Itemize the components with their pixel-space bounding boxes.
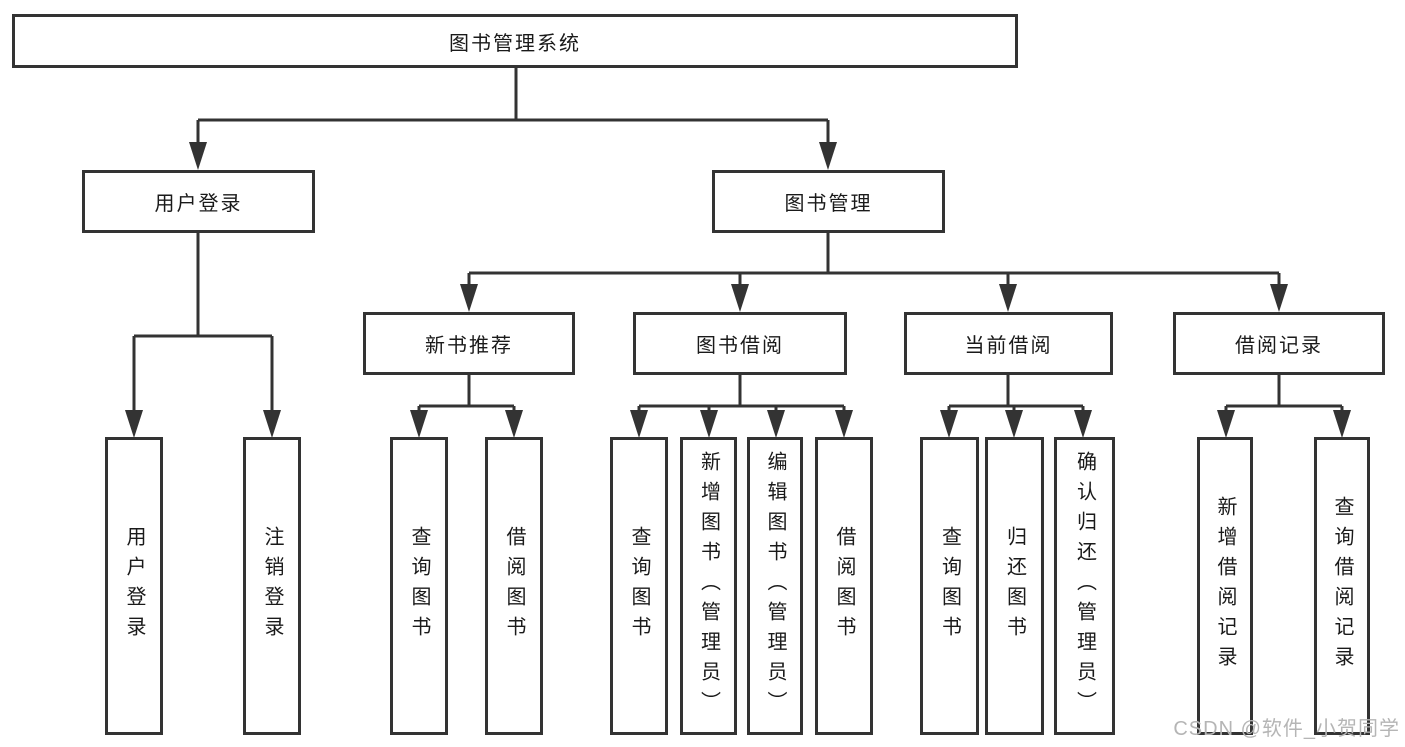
leaf-user-login: 用户登录 [105, 437, 163, 735]
connector-newrec-to-leaves [410, 375, 523, 438]
node-label: 图书管理 [784, 193, 873, 215]
leaf-newrec-borrow-books: 借阅图书 [485, 437, 543, 735]
node-label: 查询借阅记录 [1331, 496, 1353, 676]
arrowhead [460, 284, 478, 312]
leaf-borrow-query-books: 查询图书 [610, 437, 668, 735]
node-label: 图书借阅 [696, 335, 784, 357]
node-label: 用户登录 [154, 193, 243, 215]
leaf-newrec-query-books: 查询图书 [390, 437, 448, 735]
connector-curborrow-to-leaves [940, 375, 1092, 438]
node-borrowing-record: 借阅记录 [1173, 312, 1385, 375]
connector-root-to-level2 [189, 68, 837, 170]
arrowhead [630, 410, 648, 438]
arrowhead [999, 284, 1017, 312]
arrowhead [263, 410, 281, 438]
connector-bookborrow-to-leaves [630, 375, 853, 438]
leaf-current-query-books: 查询图书 [920, 437, 979, 735]
node-label: 注销登录 [261, 526, 283, 646]
node-label: 借阅图书 [503, 526, 525, 646]
watermark: CSDN @软件_小贺同学 [1173, 718, 1400, 740]
arrowhead [700, 410, 718, 438]
arrowhead [731, 284, 749, 312]
arrowhead [410, 410, 428, 438]
arrowhead [1005, 410, 1023, 438]
node-label: 借阅图书 [833, 526, 855, 646]
node-label: 新增借阅记录 [1214, 496, 1236, 676]
arrowhead [819, 142, 837, 170]
arrowhead [189, 142, 207, 170]
arrowhead [1074, 410, 1092, 438]
node-label: 用户登录 [123, 526, 145, 646]
leaf-current-confirm-return-admin: 确认归还（管理员） [1054, 437, 1115, 735]
arrowhead [1333, 410, 1351, 438]
node-root: 图书管理系统 [12, 14, 1018, 68]
node-label: 当前借阅 [964, 335, 1053, 357]
connector-record-to-leaves [1217, 375, 1351, 438]
node-user-login: 用户登录 [82, 170, 315, 233]
leaf-logout: 注销登录 [243, 437, 301, 735]
node-label: 确认归还（管理员） [1073, 451, 1096, 721]
node-label: 新增图书（管理员） [697, 451, 720, 721]
arrowhead [1217, 410, 1235, 438]
arrowhead [505, 410, 523, 438]
node-label: 新书推荐 [425, 335, 513, 357]
node-new-book-recommendation: 新书推荐 [363, 312, 575, 375]
node-book-borrowing: 图书借阅 [633, 312, 847, 375]
node-label: 编辑图书（管理员） [764, 451, 786, 721]
node-label: 查询图书 [408, 526, 430, 646]
leaf-borrow-edit-books-admin: 编辑图书（管理员） [747, 437, 803, 735]
arrowhead [1270, 284, 1288, 312]
leaf-record-add-borrow-record: 新增借阅记录 [1197, 437, 1253, 735]
connector-bookmgmt-to-level3 [460, 233, 1288, 312]
node-label: 查询图书 [938, 526, 961, 646]
connector-userlogin-to-leaves [125, 233, 281, 438]
arrowhead [767, 410, 785, 438]
node-label: 查询图书 [628, 526, 650, 646]
node-current-borrowing: 当前借阅 [904, 312, 1113, 375]
node-book-management: 图书管理 [712, 170, 945, 233]
leaf-borrow-add-books-admin: 新增图书（管理员） [680, 437, 737, 735]
leaf-current-return-books: 归还图书 [985, 437, 1044, 735]
leaf-record-query-borrow-record: 查询借阅记录 [1314, 437, 1370, 735]
arrowhead [835, 410, 853, 438]
node-label: 借阅记录 [1235, 335, 1323, 357]
leaf-borrow-borrow-books: 借阅图书 [815, 437, 873, 735]
arrowhead [125, 410, 143, 438]
node-label: 图书管理系统 [449, 32, 581, 55]
arrowhead [940, 410, 958, 438]
node-label: 归还图书 [1003, 526, 1026, 646]
